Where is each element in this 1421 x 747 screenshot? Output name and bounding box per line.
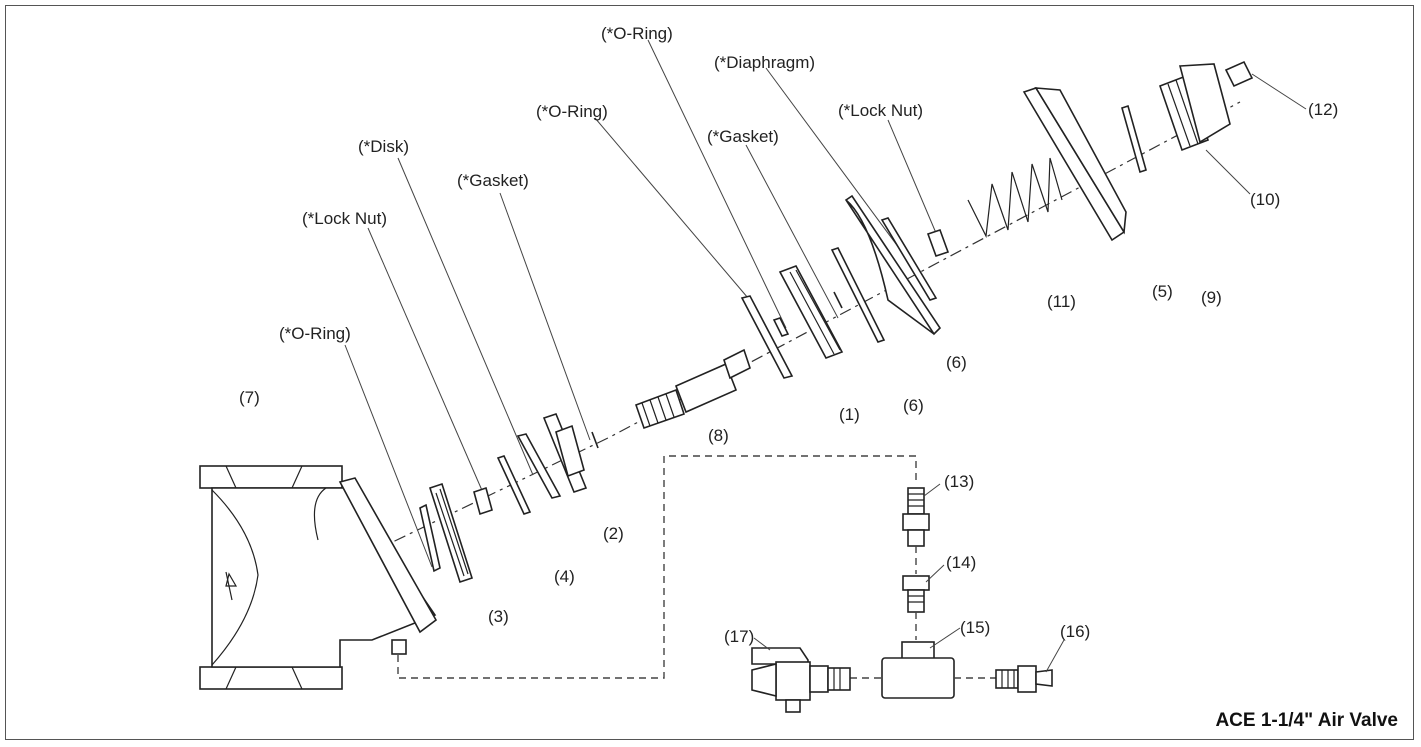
label-part-11: (11) (1047, 292, 1076, 311)
ball-valve (751, 647, 851, 713)
label-part-5: (5) (1152, 282, 1173, 301)
label-locknut-right: (*Lock Nut) (838, 101, 923, 120)
oring-small (772, 317, 790, 337)
label-locknut-left: (*Lock Nut) (302, 209, 387, 228)
leader-lines (344, 39, 937, 568)
label-part-15: (15) (960, 618, 990, 637)
label-part-14: (14) (946, 553, 976, 572)
part-6-upper (880, 217, 938, 301)
part-4 (496, 455, 532, 515)
diagram-title: ACE 1-1/4" Air Valve (1215, 710, 1398, 731)
locknut-right (926, 228, 950, 258)
locknut-left (473, 486, 493, 516)
gasket-left (591, 431, 599, 449)
label-part-1: (1) (839, 405, 860, 424)
tubing-line (397, 455, 917, 679)
label-gasket-left: (*Gasket) (457, 171, 529, 190)
oring-center (740, 295, 794, 379)
diaphragm (844, 194, 942, 336)
label-part-4: (4) (554, 567, 575, 586)
part-6-lower (830, 247, 886, 343)
assembly-axis (371, 101, 1241, 553)
part-1 (778, 265, 844, 359)
cover (1022, 87, 1127, 242)
part-2 (542, 413, 588, 493)
label-oring-mid: (*O-Ring) (536, 102, 608, 121)
label-disk: (*Disk) (358, 137, 409, 156)
fitting-14 (902, 575, 930, 613)
plug (1224, 60, 1254, 88)
gasket-center (833, 291, 843, 309)
oring-left (419, 503, 441, 573)
label-part-6b: (6) (946, 353, 967, 372)
label-part-2: (2) (603, 524, 624, 543)
part-leaders (753, 73, 1307, 673)
label-diaphragm: (*Diaphragm) (714, 53, 815, 72)
spring (967, 157, 1063, 239)
part-3 (428, 482, 474, 584)
label-part-6a: (6) (903, 396, 924, 415)
label-oring-left: (*O-Ring) (279, 324, 351, 343)
label-part-3: (3) (488, 607, 509, 626)
part-9 (1121, 104, 1147, 174)
label-part-10: (10) (1250, 190, 1280, 209)
cap (1158, 63, 1231, 152)
fitting-16 (995, 665, 1053, 693)
stem (634, 348, 751, 430)
label-part-13: (13) (944, 472, 974, 491)
valve-body (199, 465, 438, 690)
disk (516, 433, 562, 499)
tee (881, 641, 955, 699)
label-part-8: (8) (708, 426, 729, 445)
label-oring-top: (*O-Ring) (601, 24, 673, 43)
label-part-12: (12) (1308, 100, 1338, 119)
label-part-7: (7) (239, 388, 260, 407)
label-part-16: (16) (1060, 622, 1090, 641)
label-part-17: (17) (724, 627, 754, 646)
label-gasket-right: (*Gasket) (707, 127, 779, 146)
fitting-13 (902, 487, 930, 547)
label-part-9: (9) (1201, 288, 1222, 307)
diagram-frame (5, 5, 1414, 740)
